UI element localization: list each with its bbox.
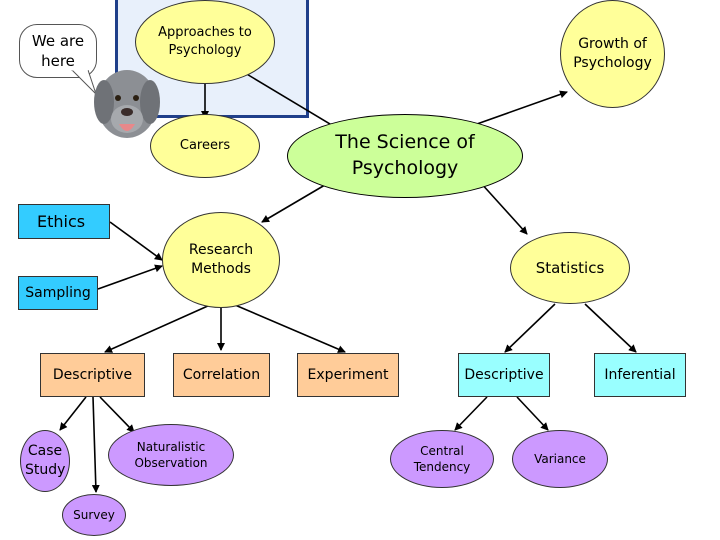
node-method-descriptive-label: Descriptive xyxy=(52,366,133,383)
node-naturalistic-observation[interactable]: Naturalistic Observation xyxy=(108,424,234,486)
node-case-study[interactable]: Case Study xyxy=(20,430,70,492)
node-careers-label: Careers xyxy=(179,138,231,154)
edge-descriptive-to-survey xyxy=(91,396,100,493)
node-careers[interactable]: Careers xyxy=(150,114,260,178)
node-survey[interactable]: Survey xyxy=(62,494,126,536)
node-central-tendency-label: Central Tendency xyxy=(413,443,471,474)
node-method-experiment[interactable]: Experiment xyxy=(297,353,399,397)
edge-statistics-to-descriptive xyxy=(504,303,556,353)
edge-descriptive-to-case-study xyxy=(59,396,87,431)
edge-stat-descriptive-to-variance xyxy=(516,396,549,431)
edge-research-to-experiment xyxy=(234,304,346,353)
node-naturalistic-observation-label: Naturalistic Observation xyxy=(134,439,208,470)
node-statistics-label: Statistics xyxy=(535,258,605,277)
node-variance-label: Variance xyxy=(534,451,586,466)
edge-stat-descriptive-to-central-tendency xyxy=(454,396,488,431)
node-method-correlation-label: Correlation xyxy=(182,366,261,383)
edge-research-to-descriptive xyxy=(104,304,211,353)
node-approaches[interactable]: Approaches to Psychology xyxy=(135,0,275,84)
bubble-tail xyxy=(71,70,97,95)
node-central-topic[interactable]: The Science of Psychology xyxy=(287,114,523,198)
node-variance[interactable]: Variance xyxy=(512,430,608,488)
edge-descriptive-to-naturalistic xyxy=(99,396,135,433)
node-case-study-label: Case Study xyxy=(25,443,66,478)
node-method-correlation[interactable]: Correlation xyxy=(173,353,270,397)
node-approaches-label: Approaches to Psychology xyxy=(158,25,252,58)
node-growth[interactable]: Growth of Psychology xyxy=(560,0,665,108)
edge-statistics-to-inferential xyxy=(584,303,637,353)
node-research-methods-label: Research Methods xyxy=(188,242,254,277)
node-statistics[interactable]: Statistics xyxy=(510,232,630,304)
node-stat-descriptive[interactable]: Descriptive xyxy=(458,353,550,397)
node-central-tendency[interactable]: Central Tendency xyxy=(390,430,494,488)
edge-sampling-to-research xyxy=(97,264,163,290)
edge-central-to-approaches xyxy=(239,69,346,134)
node-ethics-label: Ethics xyxy=(37,211,86,231)
edge-central-to-statistics xyxy=(479,181,528,235)
node-ethics[interactable]: Ethics xyxy=(18,204,110,239)
node-stat-inferential[interactable]: Inferential xyxy=(594,353,686,397)
we-are-here-text: We are here xyxy=(31,31,85,70)
we-are-here-bubble: We are here xyxy=(19,24,97,78)
node-research-methods[interactable]: Research Methods xyxy=(162,212,280,308)
node-sampling-label: Sampling xyxy=(25,284,91,301)
edge-ethics-to-research xyxy=(109,221,163,261)
node-method-descriptive[interactable]: Descriptive xyxy=(40,353,145,397)
node-sampling[interactable]: Sampling xyxy=(18,276,98,310)
node-central-topic-label: The Science of Psychology xyxy=(335,131,475,179)
node-stat-descriptive-label: Descriptive xyxy=(464,366,544,383)
node-survey-label: Survey xyxy=(73,507,115,522)
node-stat-inferential-label: Inferential xyxy=(604,366,676,383)
dog-photo xyxy=(94,70,160,138)
node-growth-label: Growth of Psychology xyxy=(573,36,652,71)
node-method-experiment-label: Experiment xyxy=(307,366,389,383)
edge-central-to-research xyxy=(261,181,331,223)
